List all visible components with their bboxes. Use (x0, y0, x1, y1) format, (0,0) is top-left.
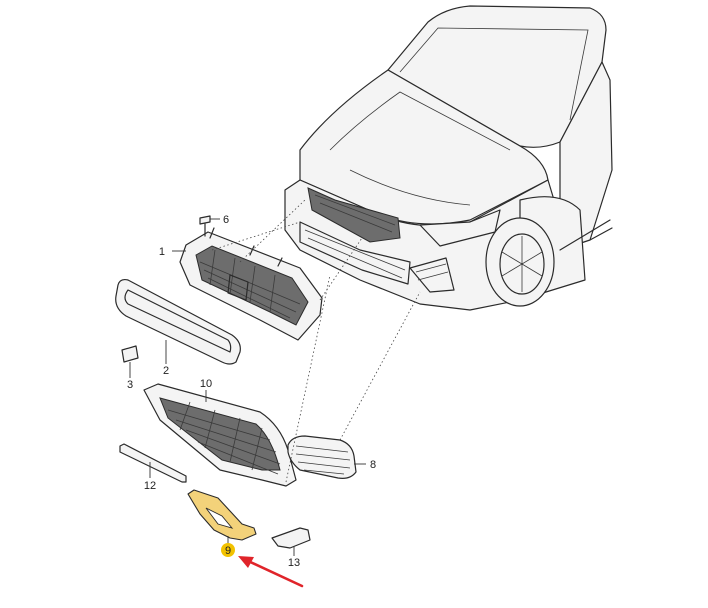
part-6-screw[interactable] (199, 215, 211, 237)
callout-9: 9 (225, 545, 231, 557)
callout-3: 3 (127, 379, 133, 391)
red-arrow-indicator (238, 556, 304, 588)
part-9-trim-bracket[interactable] (187, 489, 257, 541)
callout-8: 8 (370, 459, 376, 471)
callout-9-badge (221, 543, 235, 557)
leader-lines (129, 199, 421, 556)
part-3-emblem-clip[interactable] (121, 345, 139, 363)
callout-13: 13 (288, 557, 300, 569)
callout-10: 10 (200, 378, 212, 390)
part-1-upper-grille[interactable] (179, 227, 323, 341)
callout-12: 12 (144, 480, 156, 492)
callout-2: 2 (163, 365, 169, 377)
part-2-grille-frame[interactable] (115, 278, 241, 365)
callout-labels: 1 2 3 6 8 9 10 12 13 (127, 214, 376, 569)
callout-6: 6 (223, 214, 229, 226)
callout-1: 1 (159, 246, 165, 258)
car-illustration (284, 5, 613, 311)
part-8-fog-light-grille[interactable] (287, 435, 357, 479)
part-10-lower-grille[interactable] (143, 383, 297, 487)
part-12-trim-strip[interactable] (119, 443, 187, 483)
part-13-small-trim[interactable] (271, 527, 311, 549)
